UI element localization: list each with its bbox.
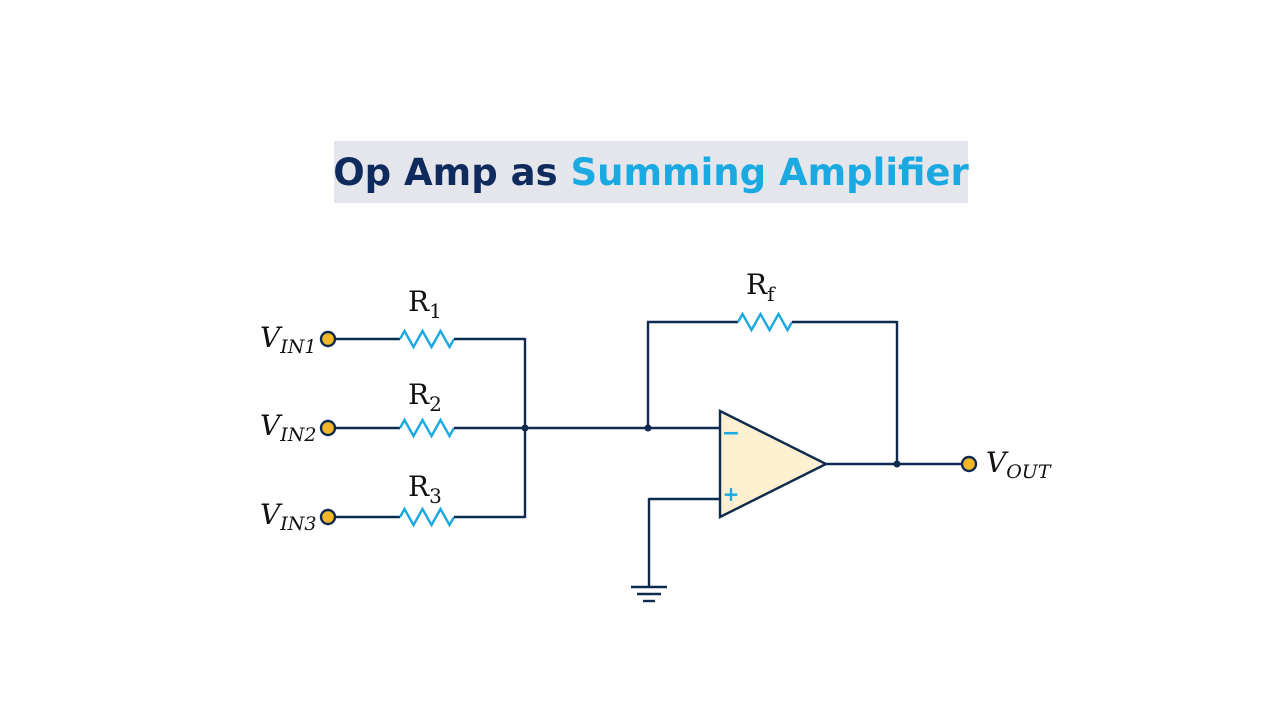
input-terminal-3: [319, 508, 337, 526]
input-terminal-1: [319, 330, 337, 348]
opamp-symbol: − +: [718, 409, 829, 519]
input-label-1: VIN1: [260, 321, 316, 358]
input-label-3: VIN3: [260, 498, 316, 535]
output-label: VOUT: [986, 446, 1052, 483]
input-3-branch: [336, 506, 525, 528]
resistor-label-3: R3: [408, 470, 442, 508]
output-terminal: [960, 455, 978, 473]
resistor-r2: [398, 417, 456, 439]
opamp-plus-sign: +: [723, 482, 740, 506]
input-terminal-2: [319, 419, 337, 437]
junction-dot-output: [893, 460, 901, 468]
input-label-2: VIN2: [260, 409, 316, 446]
resistor-r3: [398, 506, 456, 528]
resistor-r1: [398, 328, 456, 350]
diagram-title: Op Amp as Summing Amplifier: [333, 141, 969, 203]
input-1-branch: [336, 328, 525, 350]
resistor-label-1: R1: [408, 285, 442, 323]
feedback-resistor-label: Rf: [746, 268, 776, 306]
feedback-branch: [646, 311, 899, 464]
resistor-rf: [736, 311, 794, 333]
input-2-branch: [336, 417, 648, 439]
title-part-1: Op Amp as: [333, 150, 558, 194]
resistor-label-2: R2: [408, 378, 442, 416]
title-part-2: Summing Amplifier: [570, 150, 969, 194]
ground-icon: [631, 585, 667, 603]
opamp-minus-sign: −: [722, 421, 740, 446]
ground-branch: [631, 497, 720, 603]
junction-dot-sum: [521, 424, 529, 432]
